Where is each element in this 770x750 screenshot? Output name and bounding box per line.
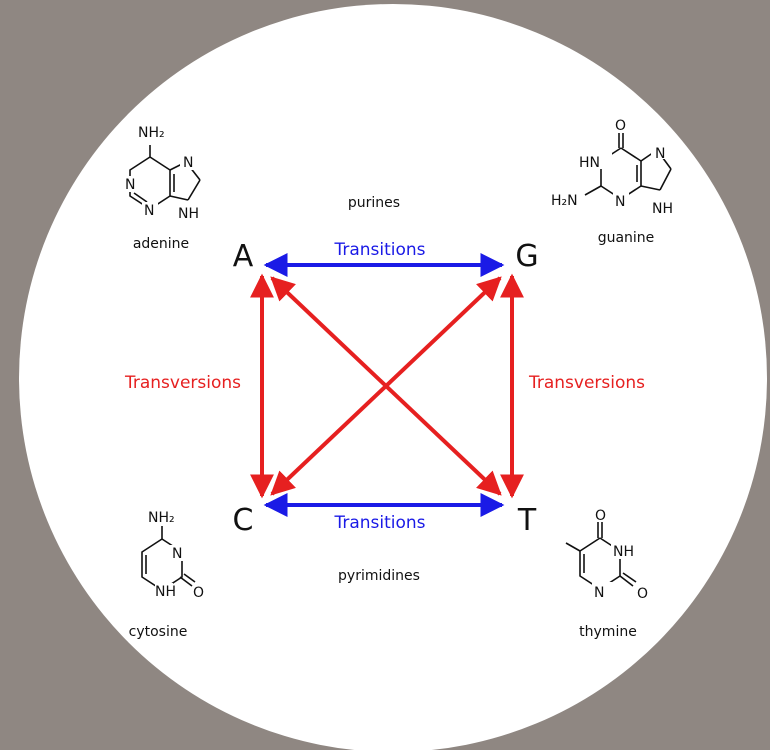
adenine-atom-n1: N <box>125 177 135 193</box>
thymine-atom-o2: O <box>637 586 648 602</box>
cytosine-nh2: NH₂ <box>148 510 175 526</box>
thymine-atom-n: N <box>594 585 604 601</box>
transitions-label-bottom: Transitions <box>333 513 425 533</box>
guanine-atom-hn: HN <box>579 155 600 171</box>
transversions-label-right: Transversions <box>528 373 645 393</box>
thymine-atom-o1: O <box>595 508 606 524</box>
base-letter-g: G <box>515 239 538 274</box>
adenine-atom-n3: N <box>144 203 154 219</box>
cytosine-atom-o: O <box>193 585 204 601</box>
transversion-arrow-g-c <box>270 276 502 496</box>
base-name-adenine: adenine <box>133 236 189 252</box>
guanine-atom-nh: NH <box>652 201 673 217</box>
group-label-purines: purines <box>348 195 400 211</box>
base-letter-c: C <box>233 503 254 538</box>
cytosine-atom-nh: NH <box>155 584 176 600</box>
base-letter-t: T <box>517 503 537 538</box>
guanine-atom-o: O <box>615 118 626 134</box>
base-name-guanine: guanine <box>598 230 655 246</box>
cytosine-atom-n: N <box>172 546 182 562</box>
guanine-atom-n7: N <box>655 146 665 162</box>
group-label-pyrimidines: pyrimidines <box>338 568 420 584</box>
adenine-structure-icon: NH₂ N N N NH <box>122 125 201 222</box>
adenine-atom-nh: NH <box>178 206 199 222</box>
base-name-thymine: thymine <box>579 624 637 640</box>
base-letter-a: A <box>233 239 254 274</box>
adenine-nh2: NH₂ <box>138 125 165 141</box>
guanine-atom-n3: N <box>615 194 625 210</box>
thymine-atom-nh: NH <box>613 544 634 560</box>
adenine-atom-n7: N <box>183 155 193 171</box>
transitions-label-top: Transitions <box>333 240 425 260</box>
guanine-structure-icon: O HN H₂N N N NH <box>551 118 673 217</box>
thymine-structure-icon: O NH N O <box>565 508 648 602</box>
guanine-atom-h2n: H₂N <box>551 193 578 209</box>
cytosine-structure-icon: NH₂ N NH O <box>141 510 204 601</box>
base-name-cytosine: cytosine <box>129 624 188 640</box>
transversions-label-left: Transversions <box>124 373 241 393</box>
